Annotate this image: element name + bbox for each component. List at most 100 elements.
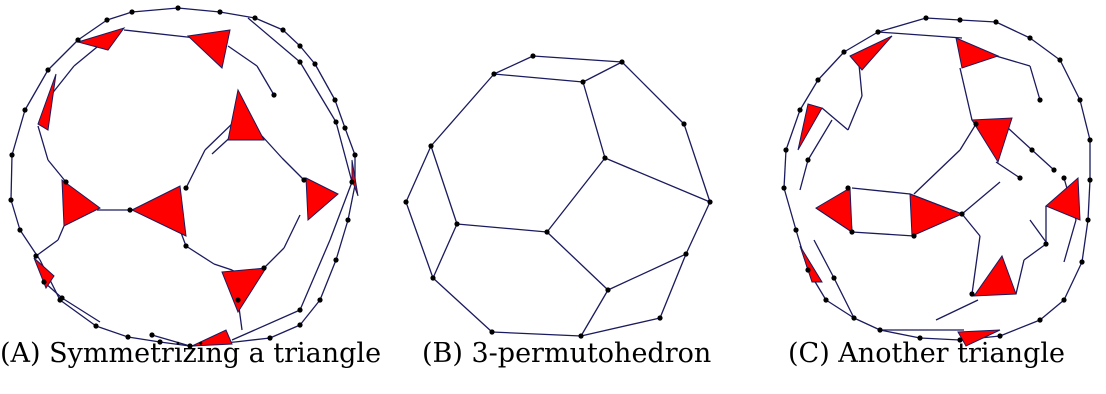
panel-c-vertex: [1087, 177, 1093, 183]
panel-c-vertex: [805, 267, 811, 273]
panel-a-vertex: [33, 253, 39, 259]
panel-b-edge: [491, 331, 582, 337]
panel-b-edge: [432, 277, 493, 333]
panel-c-vertex: [1027, 35, 1033, 41]
panel-b-edge: [607, 253, 687, 291]
panel-c-vertex: [805, 157, 811, 163]
panel-b-vertex: [454, 221, 460, 227]
panel-c-outer-edge: [1059, 59, 1081, 101]
panel-c-vertex: [841, 49, 847, 55]
panel-b-edge: [582, 61, 623, 83]
panel-c-vertex: [957, 337, 963, 343]
panel-a-triangle: [351, 159, 359, 197]
panel-c-vertex: [797, 107, 803, 113]
panel-b-vertex: [489, 329, 495, 335]
panel-a-vertex: [297, 307, 303, 313]
panel-a-rim-edge: [231, 309, 301, 341]
panel-c-vertex: [815, 77, 821, 83]
panel-c-inner-edge: [913, 149, 961, 195]
panel-c-outer-edge: [919, 337, 961, 341]
panel-a-inner-edge: [261, 135, 283, 159]
panel-c-inner-edge: [961, 181, 1001, 215]
panel-c-inner-edge: [961, 213, 981, 237]
panel-a-vertex: [267, 335, 273, 341]
panel-b-vertex: [544, 229, 550, 235]
panel-a-outer-edge: [319, 259, 337, 301]
panel-c-vertex: [969, 291, 975, 297]
panel-c-vertex: [849, 229, 855, 235]
panel-c-inner-edge: [813, 239, 835, 279]
panel-c-outer-edge: [817, 51, 845, 81]
panel-a-vertex: [235, 297, 241, 303]
panel-a-outer-edge: [282, 29, 301, 47]
panel-c-inner-edge: [1029, 65, 1041, 101]
panel-a-rim-edge: [299, 239, 331, 311]
panel-c-vertex: [993, 19, 999, 25]
panel-c-triangle: [971, 117, 1013, 164]
panel-c-vertex: [781, 185, 787, 191]
panel-b-permutohedron: [403, 53, 713, 339]
panel-c-inner-edge: [851, 187, 911, 195]
caption-panel-a: (A) Symmetrizing a triangle: [0, 338, 382, 369]
panel-b-edge: [621, 61, 685, 125]
panel-c-vertex: [1077, 97, 1083, 103]
panel-c-vertex: [783, 147, 789, 153]
panel-c-vertex: [1037, 317, 1043, 323]
panel-a-vertex: [332, 97, 338, 103]
panel-b-vertex: [428, 143, 434, 149]
panel-a-outer-edge: [106, 11, 133, 21]
panel-c-triangle: [1045, 176, 1081, 221]
panel-a-vertex: [175, 5, 181, 11]
panel-a-vertex: [157, 339, 163, 345]
panel-b-edge: [405, 145, 432, 203]
panel-c-vertex: [1051, 167, 1057, 173]
panel-b-vertex: [707, 199, 713, 205]
panel-c-triangle: [797, 103, 823, 151]
panel-a-triangle: [76, 27, 126, 51]
panel-c-vertex: [1061, 175, 1067, 181]
panel-c-outer-edge: [785, 109, 801, 151]
panel-b-edge: [430, 73, 495, 147]
panel-a-vertex: [252, 15, 258, 21]
panel-c-inner-edge: [959, 123, 977, 151]
panel-a-outer-edge: [314, 63, 336, 101]
panel-b-vertex: [491, 71, 497, 77]
panel-a-triangle: [305, 177, 339, 222]
panel-a-inner-edge: [61, 297, 101, 323]
panel-c-vertex: [1017, 175, 1023, 181]
panel-b-vertex: [605, 287, 611, 293]
panel-c-inner-edge: [833, 277, 855, 319]
panel-a-triangle: [37, 73, 57, 131]
panel-c-inner-edge: [821, 107, 849, 131]
panel-a-outer-edge: [11, 109, 26, 156]
panel-c-vertex: [851, 315, 857, 321]
panel-c-vertex: [957, 17, 963, 23]
panel-c-vertex: [973, 121, 979, 127]
panel-a-triangle: [130, 185, 187, 237]
panel-a-outer-edge: [10, 154, 13, 201]
panel-b-vertex: [602, 155, 608, 161]
panel-a-vertex: [217, 9, 223, 15]
panel-a-vertex: [17, 227, 23, 233]
panel-c-inner-edge: [995, 161, 1021, 179]
panel-c-outer-edge: [959, 19, 997, 23]
panel-a-vertex: [333, 119, 339, 125]
panel-c-vertex: [911, 233, 917, 239]
panel-a-outer-edge: [234, 337, 271, 343]
panel-a-vertex: [183, 185, 189, 191]
panel-b-edge: [683, 123, 711, 203]
panel-a-vertex: [104, 17, 110, 23]
panel-c-vertex: [997, 333, 1003, 339]
panel-c-outer-edge: [879, 329, 921, 339]
panel-b-edge: [432, 223, 458, 279]
panel-c-outer-edge: [799, 79, 819, 111]
panel-a-outer-edge: [269, 324, 301, 339]
panel-a-vertex: [297, 43, 303, 49]
panel-a-outer-edge: [219, 11, 256, 19]
panel-c-outer-edge: [995, 21, 1031, 39]
panel-c-triangle: [973, 254, 1017, 297]
panel-b-vertex: [530, 53, 536, 59]
panel-b-edge: [582, 81, 606, 159]
panel-a-outer-edge: [59, 299, 97, 327]
panel-b-edge: [456, 223, 548, 233]
